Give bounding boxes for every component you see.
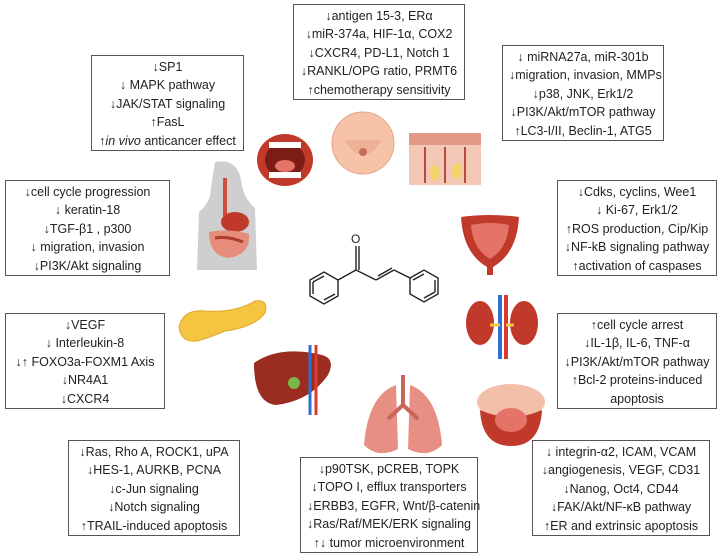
digestive-system-illustration: [185, 158, 275, 274]
breast-illustration: [330, 110, 396, 176]
gastric-line-3: ↓TGF-β1 , p300: [43, 221, 132, 236]
skin-line-1: ↓ miRNA27a, miR-301b: [517, 50, 649, 64]
liver-line-4: ↓Notch signaling: [108, 500, 200, 515]
pancreas-line-4: ↓NR4A1: [61, 373, 109, 388]
prostate-line-1: ↓ integrin-α2, ICAM, VCAM: [545, 445, 697, 459]
kidney-line-4: ↑Bcl-2 proteins-induced: [571, 373, 703, 388]
oral-line-4: ↑FasL: [150, 115, 185, 130]
kidney-line-3: ↓PI3K/Akt/mTOR pathway: [564, 354, 710, 369]
gastric-line-2: ↓ keratin-18: [54, 203, 121, 218]
pancreatic-cancer-box: ↓VEGF ↓ Interleukin-8 ↓↑ FOXO3a-FOXM1 Ax…: [5, 313, 165, 409]
kidney-line-2: ↓IL-1β, IL-6, TNF-α: [584, 336, 690, 351]
pancreas-illustration: [175, 297, 270, 345]
skin-line-3: ↓p38, JNK, Erk1/2: [532, 86, 634, 101]
bladder-illustration: [455, 213, 525, 275]
breast-line-1: ↓antigen 15-3, ERα: [325, 9, 433, 23]
chalcone-structure: O: [290, 232, 450, 322]
skin-cancer-box: ↓ miRNA27a, miR-301b ↓migration, invasio…: [502, 45, 664, 141]
gastric-line-1: ↓cell cycle progression: [24, 185, 151, 199]
liver-line-3: ↓c-Jun signaling: [109, 481, 199, 496]
breast-line-2: ↓miR-374a, HIF-1α, COX2: [305, 27, 453, 42]
prostate-cancer-box: ↓ integrin-α2, ICAM, VCAM ↓angiogenesis,…: [532, 440, 710, 536]
skin-line-5: ↑LC3-I/II, Beclin-1, ATG5: [514, 123, 652, 138]
oral-line-3: ↓JAK/STAT signaling: [109, 96, 226, 111]
liver-line-1: ↓Ras, Rho A, ROCK1, uPA: [79, 445, 229, 459]
skin-line-2: ↓migration, invasion, MMPs: [509, 68, 662, 83]
prostate-line-3: ↓Nanog, Oct4, CD44: [563, 481, 679, 496]
pancreas-line-5: ↓CXCR4: [60, 391, 110, 406]
pancreas-line-1: ↓VEGF: [64, 318, 106, 332]
liver-line-5: ↑TRAIL-induced apoptosis: [80, 518, 228, 533]
skin-illustration: [405, 125, 485, 190]
oral-line-5: ↑in vivo anticancer effect: [99, 133, 236, 148]
kidney-line-5: apoptosis: [610, 391, 664, 406]
lung-line-1: ↓p90TSK, pCREB, TOPK: [318, 462, 460, 476]
kidney-cancer-box: ↑cell cycle arrest ↓IL-1β, IL-6, TNF-α ↓…: [557, 313, 717, 409]
oral-cancer-box: ↓SP1 ↓ MAPK pathway ↓JAK/STAT signaling …: [91, 55, 244, 151]
bladder-line-2: ↓ Ki-67, Erk1/2: [596, 203, 678, 218]
liver-line-2: ↓HES-1, AURKB, PCNA: [86, 463, 222, 478]
gastric-cancer-box: ↓cell cycle progression ↓ keratin-18 ↓TG…: [5, 180, 170, 276]
lungs-illustration: [358, 375, 448, 460]
prostate-line-2: ↓angiogenesis, VEGF, CD31: [541, 463, 701, 478]
mouth-illustration: [255, 130, 315, 190]
oral-line-1: ↓SP1: [152, 60, 183, 74]
oral-line-2: ↓ MAPK pathway: [119, 78, 216, 93]
bladder-line-1: ↓Cdks, cyclins, Wee1: [577, 185, 697, 199]
lung-line-3: ↓ERBB3, EGFR, Wnt/β-catenin: [307, 498, 481, 513]
breast-cancer-box: ↓antigen 15-3, ERα ↓miR-374a, HIF-1α, CO…: [293, 4, 465, 100]
gastric-line-4: ↓ migration, invasion: [30, 240, 145, 255]
bladder-cancer-box: ↓Cdks, cyclins, Wee1 ↓ Ki-67, Erk1/2 ↑RO…: [557, 180, 717, 276]
prostate-line-5: ↑ER and extrinsic apoptosis: [543, 518, 699, 533]
lung-line-2: ↓TOPO I, efflux transporters: [311, 480, 467, 495]
liver-illustration: [250, 345, 340, 415]
bladder-line-4: ↓NF-kB signaling pathway: [564, 240, 710, 255]
lung-line-4: ↓Ras/Raf/MEK/ERK signaling: [307, 517, 471, 532]
lung-cancer-box: ↓p90TSK, pCREB, TOPK ↓TOPO I, efflux tra…: [300, 457, 481, 553]
kidney-line-1: ↑cell cycle arrest: [590, 318, 684, 332]
pancreas-line-3: ↓↑ FOXO3a-FOXM1 Axis: [15, 354, 155, 369]
skin-line-4: ↓PI3K/Akt/mTOR pathway: [510, 105, 656, 120]
kidney-illustration: [462, 293, 542, 361]
bladder-line-5: ↑activation of caspases: [572, 258, 702, 273]
breast-line-3: ↓CXCR4, PD-L1, Notch 1: [308, 45, 450, 60]
breast-line-4: ↓RANKL/OPG ratio, PRMT6: [300, 64, 458, 79]
pancreas-line-2: ↓ Interleukin-8: [45, 336, 125, 351]
bladder-line-3: ↑ROS production, Cip/Kip: [565, 221, 709, 236]
breast-line-5: ↑chemotherapy sensitivity: [307, 82, 451, 97]
prostate-illustration: [472, 380, 550, 448]
lung-line-5: ↑↓ tumor microenvironment: [313, 535, 465, 550]
in-vivo-italic: in vivo: [105, 133, 141, 148]
gastric-line-5: ↓PI3K/Akt signaling: [33, 258, 142, 273]
liver-cancer-box: ↓Ras, Rho A, ROCK1, uPA ↓HES-1, AURKB, P…: [68, 440, 240, 536]
prostate-line-4: ↓FAK/Akt/NF-κB pathway: [550, 500, 692, 515]
svg-text:O: O: [351, 232, 360, 246]
